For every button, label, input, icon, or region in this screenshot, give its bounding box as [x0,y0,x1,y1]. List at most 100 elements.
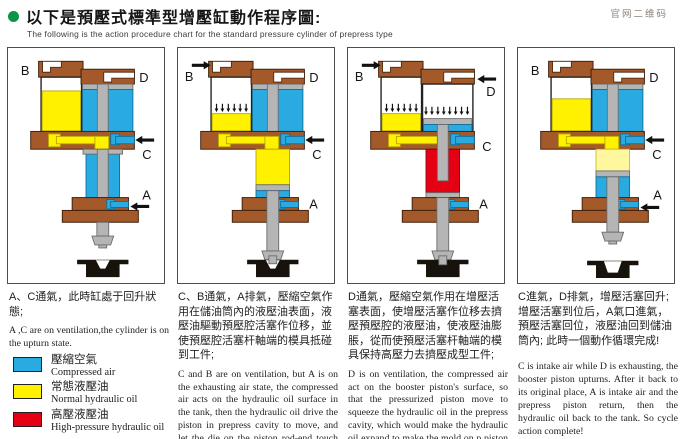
legend-label-en: Normal hydraulic oil [51,394,138,406]
booster-rod [96,83,109,132]
manifold [30,130,135,150]
port-labels: B D C A [531,63,665,212]
port-d-label: D [139,70,148,85]
port-b-label: B [185,69,194,84]
legend-item-normal-oil: 常態液壓油 Normal hydraulic oil [13,381,164,405]
booster-cylinder [590,68,645,132]
legend-label-en: High-pressure hydraulic oil [51,421,165,433]
high-pressure-oil-swatch [13,411,42,427]
legend-label-zh: 常態液壓油 [51,381,109,394]
port-a-channel [620,201,639,208]
port-labels: B D C A [355,61,497,211]
port-labels: B D C A [21,63,155,211]
port-a-label: A [142,188,151,203]
port-b-arrow-icon [361,61,381,70]
green-bullet-icon [8,10,19,22]
manifold [370,130,475,150]
caption-zh: A、C通氣，此時缸處于回升狀態; [9,291,157,318]
port-c-arrow-icon [305,135,325,145]
caption-state-4: C進氣，D排氣，增壓活塞回升; 增壓活塞到位后，A氣口進氣，預壓活塞回位，液壓油… [518,290,678,439]
page-title: 以下是預壓式標準型增壓缸動作程序圖: [26,10,322,27]
die [91,235,115,246]
workpiece [77,259,129,278]
caption-state-2: C、B通氣，A排氣，壓縮空氣作用在儲油筒內的液壓油表面，液壓油驅動預壓腔活塞作位… [178,290,338,439]
port-d-label: D [649,70,658,85]
diagram-panel-state-1: B D C A [7,47,165,284]
prepress-oil-soft [595,148,631,172]
port-c-label: C [312,147,321,162]
cylinder-diagram-state-1: B D C A [21,60,155,278]
die-tip [268,255,278,265]
lower-body [231,190,309,261]
prepress-piston [595,170,631,178]
tank-oil [381,113,422,132]
port-a-channel [110,201,129,208]
oil-tank [38,60,84,133]
lower-body [61,197,139,249]
legend-label-zh: 壓縮空氣 [51,354,97,366]
port-b-label: B [531,63,540,78]
booster-cylinder [420,68,475,133]
piston-rod [436,197,450,252]
piston-rod [96,148,109,199]
header: 以下是預壓式標準型增壓缸動作程序圖: The following is the … [8,4,393,39]
oil-tank [548,60,594,133]
caption-en: A ,C are on ventilation,the cylinder is … [9,325,169,349]
booster-rod [606,83,619,132]
cylinder-diagram-state-3: B D C A [355,60,497,278]
cylinder-diagram-state-4: B D C A [531,60,665,279]
shaped-notch [603,261,622,273]
diagram-panel-state-4: B D C A [517,47,675,284]
prepress-oil [255,148,291,186]
port-d-label: D [486,84,495,99]
legend-label-zh: 高壓液壓油 [51,408,109,421]
tank-oil [551,98,592,132]
prepress-piston [255,184,291,192]
port-c-channel [115,135,135,145]
workpiece [417,255,469,278]
legend-item-compressed-air: 壓縮空氣 Compressed air [13,354,164,378]
prepress-cavity [82,148,123,199]
port-a-label: A [479,196,488,211]
port-b-label: B [21,63,30,78]
die [601,231,625,242]
booster-rod [266,83,279,132]
die-tip [438,255,448,266]
caption-en: C is intake air while D is exhausting, t… [518,361,678,437]
port-c-channel [285,135,305,145]
port-c-channel [625,135,645,145]
caption-zh: C、B通氣，A排氣，壓縮空氣作用在儲油筒內的液壓油表面，液壓油驅動預壓腔活塞作位… [178,291,333,362]
manifold [540,130,645,150]
normal-oil-swatch [13,384,42,400]
compressed-air-swatch [13,357,42,372]
prepress-cavity [425,124,461,199]
port-a-channel [280,201,299,208]
piston-rod [606,176,620,233]
piston-rod [266,190,280,252]
port-c-label: C [142,147,151,162]
page-subtitle: The following is the action procedure ch… [27,29,393,39]
booster-cylinder [80,68,135,132]
booster-cylinder [250,68,305,132]
tank-oil [41,90,82,132]
port-b-label: B [355,69,364,84]
caption-zh: C進氣，D排氣，增壓活塞回升; 增壓活塞到位后，A氣口進氣，預壓活塞回位，液壓油… [518,291,672,347]
oil-tank [378,60,424,133]
caption-zh: D通氣，壓縮空氣作用在增壓活塞表面，使增壓活塞作位移去擠壓預壓腔的液壓油，使液壓… [348,291,502,362]
booster-rod [436,124,449,182]
port-labels: B D C A [185,61,325,211]
port-a-label: A [309,196,318,211]
caption-state-3: D通氣，壓縮空氣作用在增壓活塞表面，使增壓活塞作位移去擠壓預壓腔的液壓油，使液壓… [348,290,508,439]
lower-body [571,176,649,245]
port-a-channel [450,201,469,208]
caption-en: D is on ventilation, the compressed air … [348,368,508,439]
workpiece [247,255,299,278]
caption-en: C and B are on ventilation, but A is on … [178,368,338,439]
legend: 壓縮空氣 Compressed air 常態液壓油 Normal hydraul… [13,354,164,433]
port-d-arrow-icon [477,74,497,84]
tank-oil [211,113,252,132]
prepress-piston [425,192,461,199]
lower-body [401,197,479,261]
booster-piston [423,118,473,125]
